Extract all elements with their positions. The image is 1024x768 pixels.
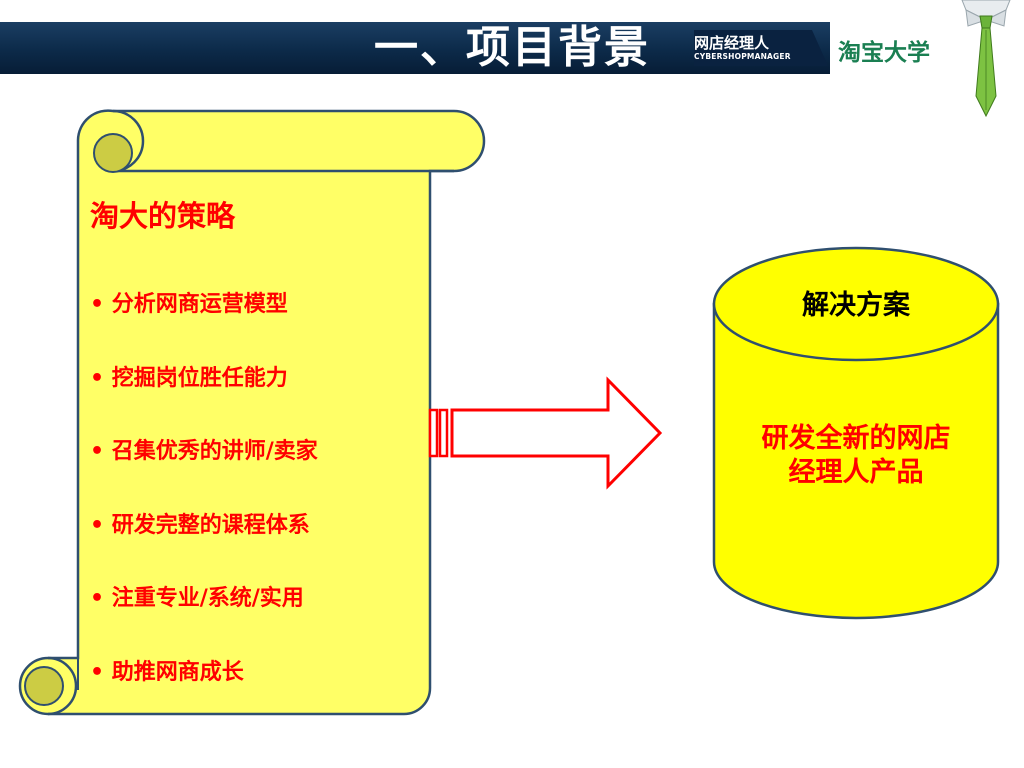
header-bar [0,22,830,74]
brand-cn-text: 网店经理人 [694,34,770,52]
brand-logo: 网店经理人 CYBERSHOPMANAGER [694,30,828,66]
solution-line-2: 经理人产品 [788,457,924,488]
strategy-item: • 分析网商运营模型 [90,292,288,317]
solution-title: 解决方案 [802,290,910,321]
strategy-item: • 挖掘岗位胜任能力 [90,366,288,391]
solution-line-1: 研发全新的网店 [761,423,951,454]
university-logo: 淘宝大学 [838,40,930,66]
brand-en-text: CYBERSHOPMANAGER [694,52,791,61]
strategy-item: • 研发完整的课程体系 [90,513,310,538]
solution-text: 研发全新的网店 经理人产品 [714,422,998,490]
page-title: 一、项目背景 [374,22,650,73]
strategy-item: • 注重专业/系统/实用 [90,586,304,611]
tie-icon [961,0,1011,118]
strategy-title: 淘大的策略 [90,199,236,233]
brand-logo-shape [694,30,828,66]
strategy-item: • 助推网商成长 [90,660,244,685]
strategy-item: • 召集优秀的讲师/卖家 [90,439,318,464]
